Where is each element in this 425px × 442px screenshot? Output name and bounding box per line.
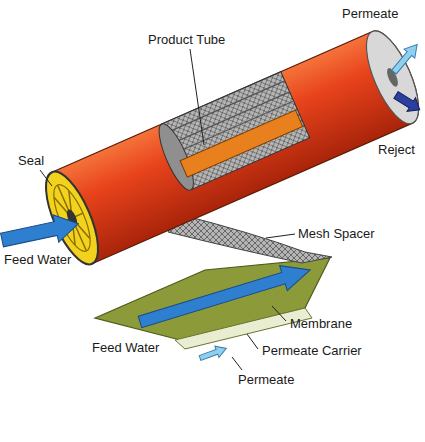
feed-arrow-left xyxy=(0,210,81,254)
part-label: Permeate Carrier xyxy=(262,343,362,358)
part-label: Product Tube xyxy=(148,32,225,47)
part-label: Mesh Spacer xyxy=(298,226,375,241)
leader-line xyxy=(232,357,242,370)
permeate-arrow-top xyxy=(389,40,423,77)
leader-line xyxy=(272,306,286,321)
cylinder-body xyxy=(52,24,425,263)
part-label: Permeate xyxy=(342,6,398,21)
leader-line xyxy=(40,170,52,186)
leader-line xyxy=(266,234,295,238)
leader-line xyxy=(247,334,258,349)
feed-arrow-sheet xyxy=(136,258,314,335)
membrane-cylinder xyxy=(35,24,425,271)
part-label: Feed Water xyxy=(92,340,159,355)
part-label: Feed Water xyxy=(4,252,71,267)
part-label: Seal xyxy=(18,153,44,168)
part-label: Reject xyxy=(378,142,415,157)
end-cap xyxy=(356,24,425,130)
leader-lines xyxy=(40,49,295,370)
leader-line xyxy=(190,49,204,145)
reject-arrow xyxy=(392,88,424,116)
permeate-arrow-sheet xyxy=(198,343,228,364)
part-label: Permeate xyxy=(238,372,294,387)
part-label: Membrane xyxy=(290,316,352,331)
product-tube xyxy=(180,110,303,177)
